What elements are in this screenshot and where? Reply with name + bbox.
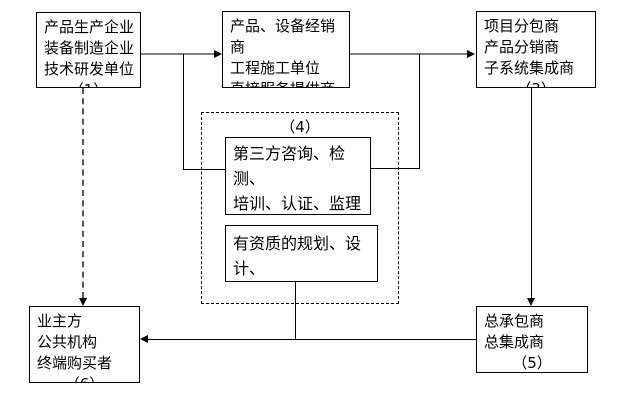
connector-left-branch-horizontal xyxy=(183,169,226,170)
text-line: 总集成商 xyxy=(484,333,545,351)
box-distributors: 产品、设备经销商 工程施工单位 直接服务提供商 （2） xyxy=(222,11,350,88)
arrowhead-down-icon xyxy=(79,298,87,306)
text-line: 直接服务提供商 xyxy=(230,79,347,87)
connector-planning-to-owner-line xyxy=(295,282,296,339)
connector-left-branch-vertical xyxy=(183,54,184,169)
box-general-contractor: 总承包商 总集成商 （5） xyxy=(476,306,588,373)
box-producers: 产品生产企业 装备制造企业 技术研发单位 （1） xyxy=(36,12,141,88)
text-line: 项目分包商 xyxy=(484,17,560,35)
box-number: （6） xyxy=(37,374,137,382)
text-line: 第三方咨询、检测、 xyxy=(233,144,346,188)
text-line: 技术研发单位 xyxy=(44,60,135,78)
text-line: 产品、设备经销商 xyxy=(230,17,336,56)
connector-right-branch-horizontal xyxy=(371,168,420,169)
box-third-party-services: 第三方咨询、检测、 培训、认证、监理等 服务机构 xyxy=(225,137,371,215)
arrow-producers-to-distributors-line xyxy=(140,53,215,55)
arrow-subcontractors-to-contractor-line xyxy=(531,88,532,298)
box-number: （5） xyxy=(512,354,552,372)
box-number: （1） xyxy=(44,80,138,87)
text-line: 产品分销商 xyxy=(484,38,560,56)
text-line: 装备制造企业 xyxy=(44,39,135,57)
arrowhead-down-icon xyxy=(527,298,535,306)
box-number: （3） xyxy=(484,79,593,87)
arrow-contractor-to-owner-line xyxy=(148,339,476,340)
text-line: 产品生产企业 xyxy=(44,18,135,36)
text-line: 有资质的规划、设计、 xyxy=(233,234,362,278)
connector-right-branch-vertical xyxy=(419,54,420,168)
text-line: 公共机构 xyxy=(37,333,98,351)
text-line: 终端购买者 xyxy=(37,354,113,372)
text-line: 业主方 xyxy=(37,312,83,330)
box-owner: 业主方 公共机构 终端购买者 （6） xyxy=(29,306,140,383)
box-subcontractors: 项目分包商 产品分销商 子系统集成商 （3） xyxy=(476,11,596,88)
box-qualified-planning: 有资质的规划、设计、 咨询机构 xyxy=(225,225,378,282)
dashed-arrow-producers-to-owner-line xyxy=(82,88,84,298)
arrow-distributors-to-subcontractors-line xyxy=(349,53,467,55)
arrowhead-right-icon xyxy=(214,50,222,58)
group-label: （4） xyxy=(280,118,320,136)
group-intermediary-services: （4） xyxy=(201,112,399,304)
arrowhead-right-icon xyxy=(467,50,475,58)
arrowhead-left-icon xyxy=(140,335,148,343)
text-line: 子系统集成商 xyxy=(484,59,575,77)
text-line: 培训、认证、监理等 xyxy=(233,194,362,213)
text-line: 工程施工单位 xyxy=(230,59,321,77)
text-line: 咨询机构 xyxy=(233,281,375,282)
text-line: 总承包商 xyxy=(484,312,545,330)
